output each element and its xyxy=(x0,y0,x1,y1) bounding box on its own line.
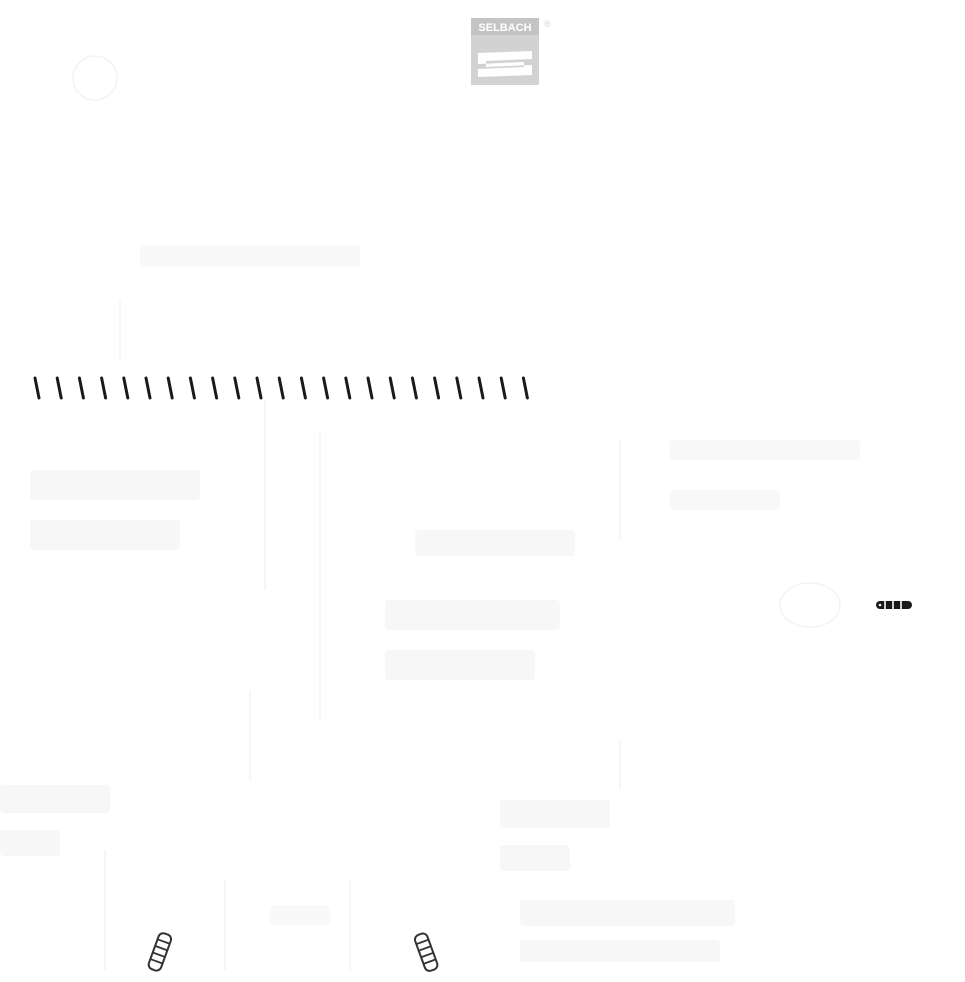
hatch-stripe xyxy=(100,376,108,400)
striped-tube-icon xyxy=(147,932,173,972)
hatch-stripe xyxy=(255,376,263,400)
striped-tube-icon xyxy=(413,932,439,972)
hatch-stripe xyxy=(144,376,152,400)
hatch-stripe xyxy=(410,376,418,400)
hatch-stripe xyxy=(122,376,130,400)
hatch-stripe xyxy=(388,376,396,400)
hatch-stripe xyxy=(188,376,196,400)
hatch-stripe xyxy=(299,376,307,400)
hatch-stripe xyxy=(322,376,330,400)
hatch-stripe xyxy=(233,376,241,400)
hatch-stripe xyxy=(366,376,374,400)
hatch-stripe xyxy=(477,376,485,400)
hatch-stripe xyxy=(211,376,219,400)
hatch-stripe xyxy=(277,376,285,400)
logo-s-mark xyxy=(478,51,532,77)
selbach-logo: SELBACH ® xyxy=(471,18,551,85)
hatch-stripe xyxy=(499,376,507,400)
hatch-stripe xyxy=(521,376,529,400)
hatch-stripe xyxy=(33,376,41,400)
oval-bead-icon xyxy=(876,601,912,609)
hatch-stripe xyxy=(344,376,352,400)
hatch-stripe xyxy=(166,376,174,400)
logo-brand-text: SELBACH xyxy=(478,22,531,34)
hatch-stripe xyxy=(455,376,463,400)
hatched-stripe-band-icon xyxy=(33,376,529,400)
hatch-stripe xyxy=(433,376,441,400)
hatch-stripe xyxy=(77,376,85,400)
hatch-stripe xyxy=(55,376,63,400)
logo-registered-mark: ® xyxy=(544,19,551,29)
